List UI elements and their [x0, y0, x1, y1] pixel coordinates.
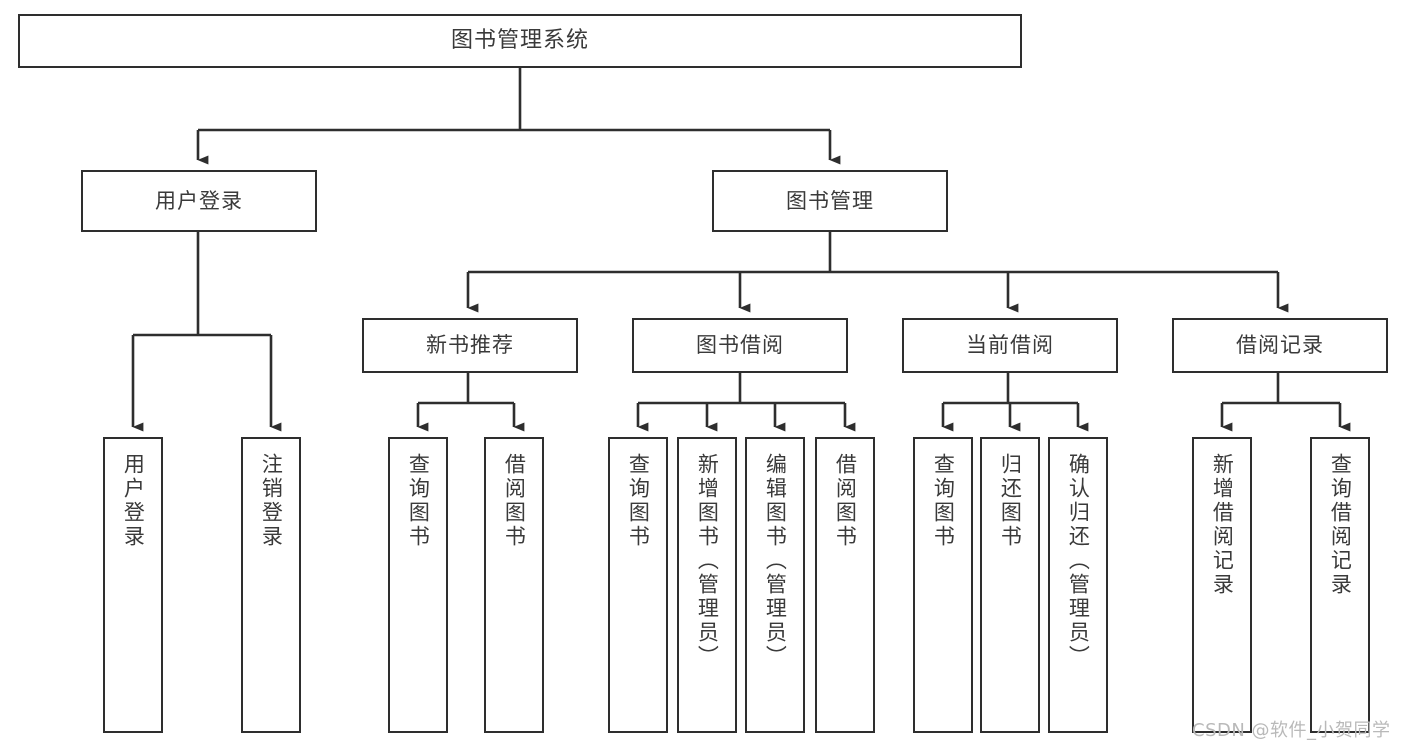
- node-label: 借阅图书: [502, 453, 527, 549]
- node-label: 图书管理系统: [450, 28, 589, 54]
- node-user-login[interactable]: 用户登录: [81, 170, 317, 232]
- node-label: 借阅图书: [833, 453, 858, 549]
- node-label: 查询借阅记录: [1328, 453, 1353, 597]
- node-leaf-return-book[interactable]: 归还图书: [980, 437, 1040, 733]
- node-new-book-recommend[interactable]: 新书推荐: [362, 318, 578, 373]
- node-leaf-query-book-recommend[interactable]: 查询图书: [388, 437, 448, 733]
- node-current-borrow[interactable]: 当前借阅: [902, 318, 1118, 373]
- node-label: 图书管理: [786, 188, 874, 213]
- node-label: 编辑图书（管理员）: [763, 453, 788, 669]
- node-label: 查询图书: [406, 453, 431, 549]
- node-label: 图书借阅: [696, 333, 784, 358]
- node-label: 归还图书: [998, 453, 1023, 549]
- node-leaf-confirm-return-admin[interactable]: 确认归还（管理员）: [1048, 437, 1108, 733]
- node-book-management[interactable]: 图书管理: [712, 170, 948, 232]
- node-leaf-query-borrow-record[interactable]: 查询借阅记录: [1310, 437, 1370, 733]
- node-label: 注销登录: [259, 453, 284, 549]
- node-leaf-query-book-borrow[interactable]: 查询图书: [608, 437, 668, 733]
- node-leaf-query-book-current[interactable]: 查询图书: [913, 437, 973, 733]
- node-book-borrow[interactable]: 图书借阅: [632, 318, 848, 373]
- node-label: 借阅记录: [1236, 333, 1324, 358]
- node-leaf-add-book-admin[interactable]: 新增图书（管理员）: [677, 437, 737, 733]
- node-label: 查询图书: [931, 453, 956, 549]
- node-label: 用户登录: [121, 453, 146, 549]
- node-leaf-edit-book-admin[interactable]: 编辑图书（管理员）: [745, 437, 805, 733]
- node-label: 查询图书: [626, 453, 651, 549]
- node-borrow-records[interactable]: 借阅记录: [1172, 318, 1388, 373]
- node-leaf-borrow-book-recommend[interactable]: 借阅图书: [484, 437, 544, 733]
- node-label: 确认归还（管理员）: [1066, 453, 1091, 669]
- node-leaf-add-borrow-record[interactable]: 新增借阅记录: [1192, 437, 1252, 733]
- node-leaf-logout[interactable]: 注销登录: [241, 437, 301, 733]
- node-leaf-user-login[interactable]: 用户登录: [103, 437, 163, 733]
- node-label: 当前借阅: [966, 333, 1054, 358]
- node-label: 新增图书（管理员）: [695, 453, 720, 669]
- node-label: 新增借阅记录: [1210, 453, 1235, 597]
- node-leaf-borrow-book[interactable]: 借阅图书: [815, 437, 875, 733]
- node-root-book-management-system[interactable]: 图书管理系统: [18, 14, 1022, 68]
- node-label: 用户登录: [155, 188, 243, 213]
- node-label: 新书推荐: [426, 333, 514, 358]
